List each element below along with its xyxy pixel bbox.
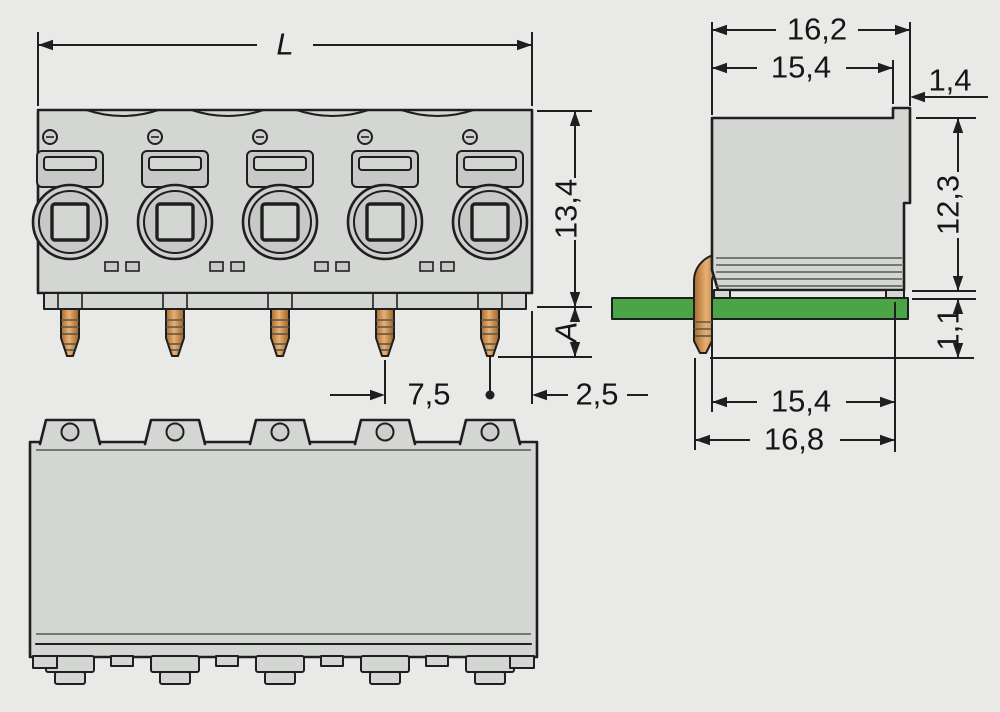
dim-label-body-depth-bottom: 15,4 (771, 384, 831, 419)
plan-connector-body (28, 440, 539, 659)
pcb (611, 297, 909, 320)
body-foot (713, 289, 731, 299)
dim-label-board-offset: 1,1 (931, 307, 966, 350)
dim-label-overall-width: L (276, 27, 293, 62)
dim-label-height: 13,4 (549, 179, 584, 239)
dim-label-overall-depth-bottom: 16,8 (764, 422, 824, 457)
mounting-tab (353, 418, 417, 446)
dim-label-pin-length: A (549, 322, 584, 345)
mounting-tab (458, 418, 522, 446)
reference-dot (485, 390, 495, 400)
dim-label-height-above-board: 12,3 (931, 175, 966, 235)
dim-label-rear-tab: 1,4 (928, 63, 971, 98)
body-foot (885, 289, 905, 299)
side-connector-body (710, 106, 912, 292)
solder-pin (270, 308, 290, 357)
solder-pin (375, 308, 395, 357)
bottom-view (28, 418, 539, 685)
mounting-tab (143, 418, 207, 446)
bottom-foot (465, 655, 515, 685)
front-view-dimensions: L 13,4 A 7,5 2,5 (37, 27, 648, 412)
mounting-tab (38, 418, 102, 446)
dim-label-body-depth-top: 15,4 (771, 50, 831, 85)
solder-pin (60, 308, 80, 357)
front-view (31, 108, 534, 357)
dim-label-edge-offset: 2,5 (575, 377, 618, 412)
side-view (611, 106, 912, 354)
pin-shroud (43, 292, 527, 310)
bottom-foot (255, 655, 305, 685)
solder-pin (165, 308, 185, 357)
bottom-foot (360, 655, 410, 685)
side-view-dimensions: 16,2 15,4 1,4 12,3 1,1 15 (694, 12, 988, 457)
solder-pin (480, 308, 500, 357)
dim-label-pin-pitch: 7,5 (407, 377, 450, 412)
dim-label-overall-depth-top: 16,2 (787, 12, 847, 47)
bottom-foot (150, 655, 200, 685)
mounting-tab (248, 418, 312, 446)
